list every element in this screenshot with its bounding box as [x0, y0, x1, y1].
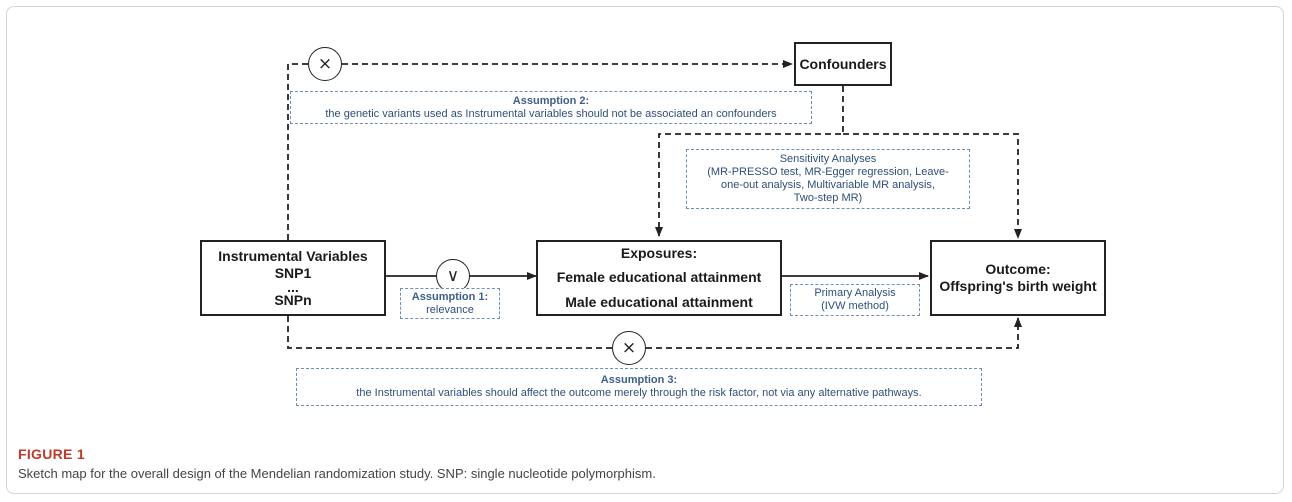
assumption-3-text: the Instrumental variables should affect…	[356, 387, 922, 399]
check-v-icon: ∨	[446, 266, 460, 286]
female-education-label: Female educational attainment	[556, 269, 762, 285]
assumption-1-note: Assumption 1: relevance	[400, 288, 500, 319]
invalid-marker-top: ×	[308, 47, 342, 81]
primary-analysis-method: (IVW method)	[821, 300, 889, 312]
sensitivity-line-3: one-out analysis, Multivariable MR analy…	[721, 179, 935, 191]
assumption-1-text: relevance	[426, 303, 474, 316]
primary-analysis-heading: Primary Analysis	[814, 287, 896, 299]
sensitivity-heading: Sensitivity Analyses	[779, 153, 877, 165]
sensitivity-line-2: (MR-PRESSO test, MR-Egger regression, Le…	[707, 166, 949, 178]
assumption-3-note: Assumption 3: the Instrumental variables…	[296, 368, 982, 406]
assumption-2-text: the genetic variants used as Instrumenta…	[325, 107, 777, 120]
confounders-to-exposures-line	[655, 86, 844, 237]
male-education-label: Male educational attainment	[565, 294, 753, 310]
assumption-1-heading: Assumption 1:	[411, 290, 489, 303]
valid-marker: ∨	[436, 259, 470, 293]
x-icon: ×	[621, 338, 637, 358]
assumption-3-heading: Assumption 3:	[600, 374, 678, 386]
instrumental-variables-box: Instrumental Variables SNP1 ... SNPn	[200, 240, 386, 316]
ellipsis-label: ...	[287, 278, 299, 295]
confounders-title: Confounders	[799, 55, 887, 72]
invalid-marker-bottom: ×	[612, 331, 646, 365]
iv-to-outcome-line	[287, 316, 1022, 349]
birth-weight-label: Offspring's birth weight	[939, 278, 1097, 294]
assumption-2-note: Assumption 2: the genetic variants used …	[290, 91, 812, 124]
iv-to-confounders-line	[287, 60, 793, 240]
figure-label: FIGURE 1	[18, 446, 85, 462]
sensitivity-line-4: Two-step MR)	[793, 192, 863, 204]
exposures-box: Exposures: Female educational attainment…	[536, 240, 782, 316]
outcome-title: Outcome:	[985, 261, 1051, 277]
exposures-title: Exposures:	[620, 245, 698, 261]
snpn-label: SNPn	[274, 291, 312, 308]
confounders-to-outcome-line	[843, 133, 1022, 239]
confounders-box: Confounders	[794, 42, 892, 86]
figure-caption: Sketch map for the overall design of the…	[18, 466, 656, 481]
instrumental-variables-title: Instrumental Variables	[218, 247, 368, 264]
outcome-box: Outcome: Offspring's birth weight	[930, 240, 1106, 316]
sensitivity-analyses-note: Sensitivity Analyses (MR-PRESSO test, MR…	[686, 149, 970, 209]
x-icon: ×	[317, 54, 333, 74]
primary-analysis-note: Primary Analysis (IVW method)	[790, 284, 920, 316]
snp1-label: SNP1	[274, 264, 312, 281]
assumption-2-heading: Assumption 2:	[512, 94, 590, 107]
